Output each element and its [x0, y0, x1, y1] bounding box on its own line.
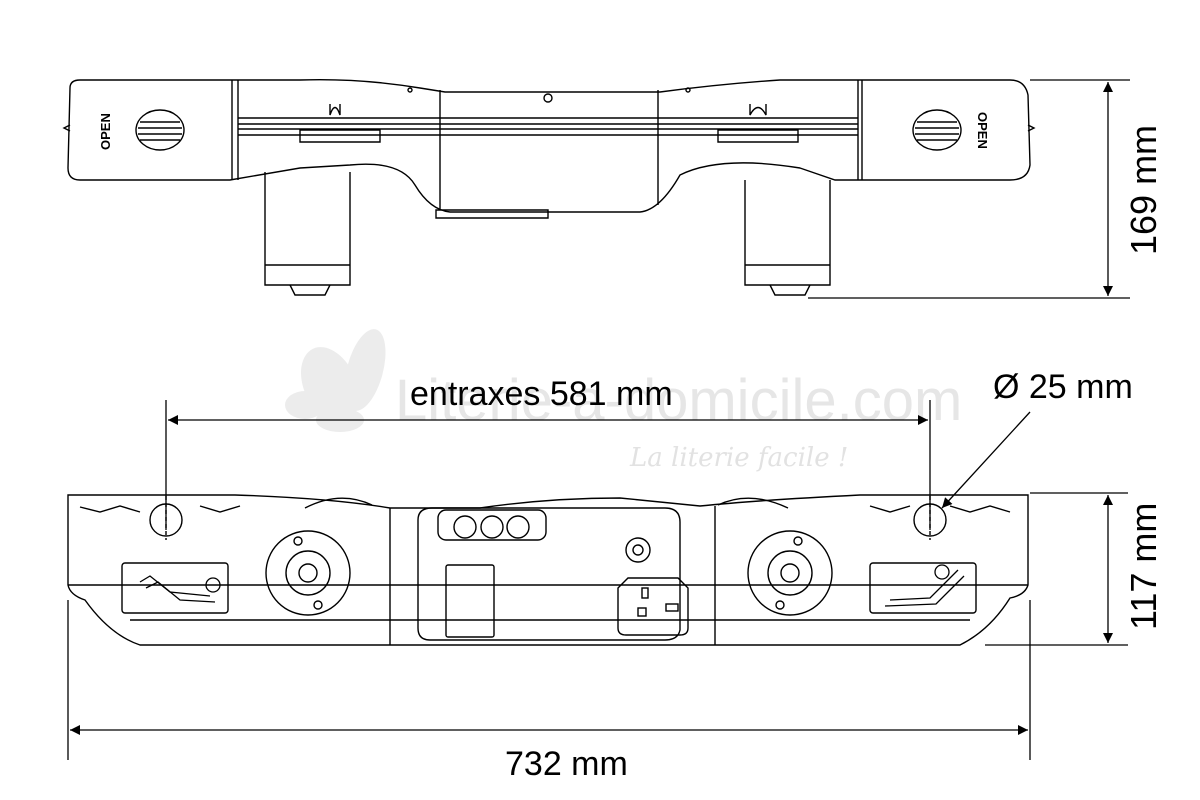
height-label-front: 117 mm — [1123, 503, 1164, 630]
width-label: 732 mm — [505, 745, 628, 783]
speaker-grille-left-icon — [135, 109, 185, 151]
front-view — [67, 494, 1029, 646]
diameter-leader — [941, 411, 1031, 509]
width-dimension — [67, 600, 1031, 760]
height-dimension-top — [808, 79, 1130, 299]
entraxes-label: entraxes 581 mm — [410, 375, 673, 413]
speaker-grille-right-icon — [912, 109, 962, 151]
height-label-top: 169 mm — [1123, 125, 1164, 255]
top-view — [62, 78, 1036, 296]
height-dimension-front — [985, 492, 1128, 646]
entraxes-dimension — [165, 400, 931, 530]
recliner-right-icon — [884, 564, 965, 607]
diameter-label: Ø 25 mm — [993, 368, 1133, 406]
open-label-right: OPEN — [975, 112, 990, 149]
recliner-left-icon — [139, 575, 221, 603]
watermark-tagline-text: La literie facile ! — [629, 443, 848, 473]
watermark-logo-icon — [285, 329, 386, 432]
open-label-left: OPEN — [98, 113, 113, 150]
